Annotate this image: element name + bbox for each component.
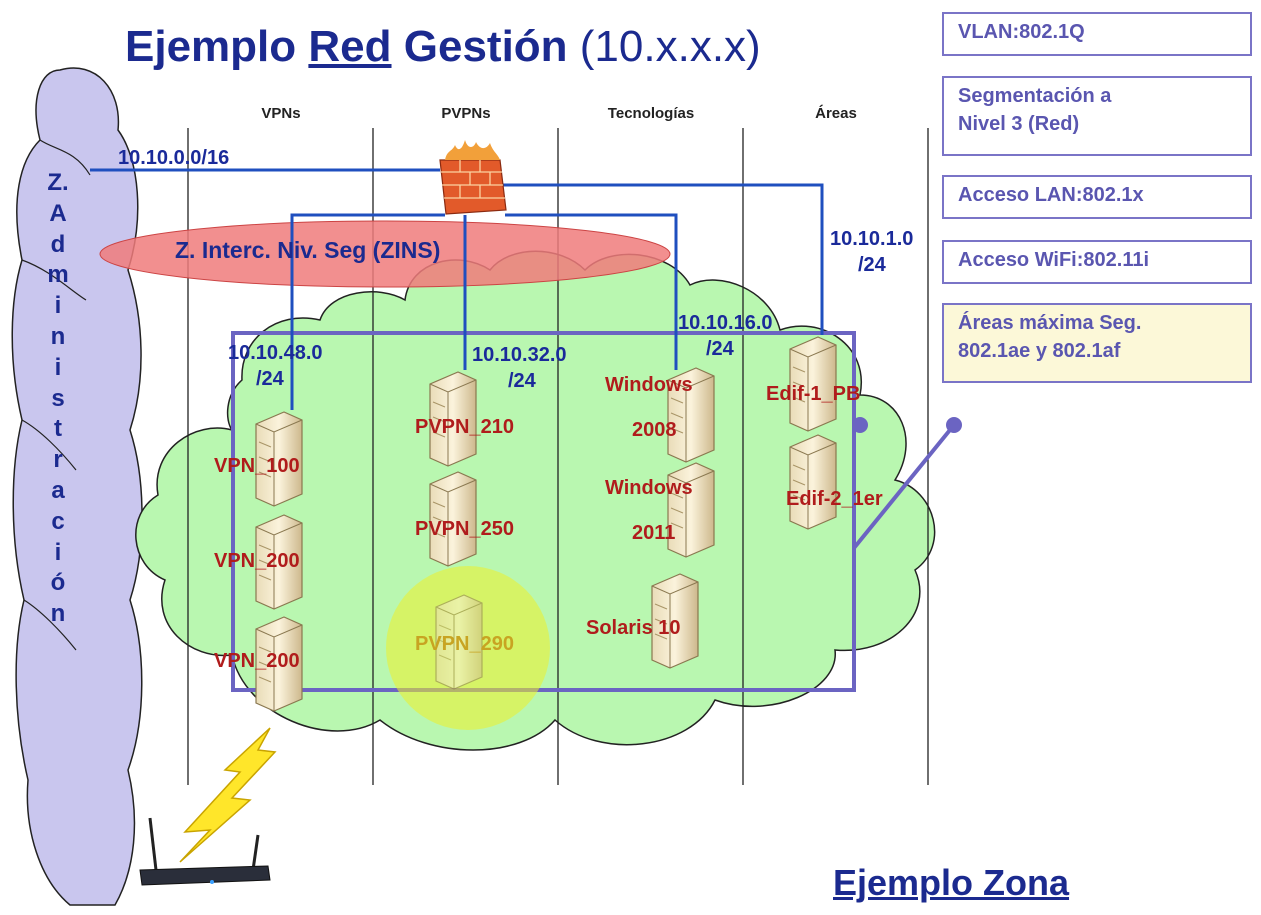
network-main-label: 10.10.0.0/16	[118, 147, 230, 169]
node-label-win2011-b: 2011	[632, 522, 676, 544]
zone-border	[231, 331, 962, 692]
network-links	[90, 168, 824, 410]
network-pvpn-label: 10.10.32.0/24	[472, 344, 567, 392]
node-label-win2008-b: 2008	[632, 419, 677, 441]
footer-title: Ejemplo Zona	[833, 862, 1070, 903]
node-label-edif1: Edif-1_PB	[766, 383, 861, 405]
info-box-areas: Áreas máxima Seg.802.1ae y 802.1af	[942, 303, 1252, 383]
node-label-vpn100: VPN_100	[214, 455, 300, 477]
zins-label: Z. Interc. Niv. Seg (ZINS)	[175, 237, 441, 263]
column-header-tecnologias: Tecnologías	[607, 105, 695, 122]
info-box-lan: Acceso LAN:802.1x	[942, 175, 1252, 219]
node-label-vpn200a: VPN_200	[214, 550, 300, 572]
info-box-wifi: Acceso WiFi:802.11i	[942, 240, 1252, 284]
column-header-vpns: VPNs	[261, 105, 301, 122]
column-header-pvpns: PVPNs	[441, 105, 491, 122]
node-label-solaris: Solaris 10	[586, 617, 681, 639]
admin-zone-cloud	[11, 67, 143, 906]
page-title: Ejemplo Red Gestión (10.x.x.x)	[125, 22, 761, 71]
node-label-win2011-a: Windows	[605, 477, 693, 499]
node-label-pvpn210: PVPN_210	[415, 416, 514, 438]
column-header-areas: Áreas	[815, 105, 857, 122]
node-label-pvpn290: PVPN_290	[415, 633, 514, 655]
node-label-pvpn250: PVPN_250	[415, 518, 514, 540]
firewall-icon	[439, 140, 507, 215]
node-label-edif2: Edif-2_1er	[786, 488, 883, 510]
lightning-icon	[179, 727, 277, 863]
zins-ellipse	[99, 220, 671, 288]
network-areas-label: 10.10.1.0/24	[830, 228, 914, 276]
node-label-win2008-a: Windows	[605, 374, 693, 396]
network-vpn-label: 10.10.48.0/24	[228, 342, 323, 390]
node-label-vpn200b: VPN_200	[214, 650, 300, 672]
wifi-router-icon	[139, 817, 271, 886]
network-tech-label: 10.10.16.0/24	[678, 312, 773, 360]
server-icon-edif2	[789, 434, 837, 530]
info-box-vlan: VLAN:802.1Q	[942, 12, 1252, 56]
